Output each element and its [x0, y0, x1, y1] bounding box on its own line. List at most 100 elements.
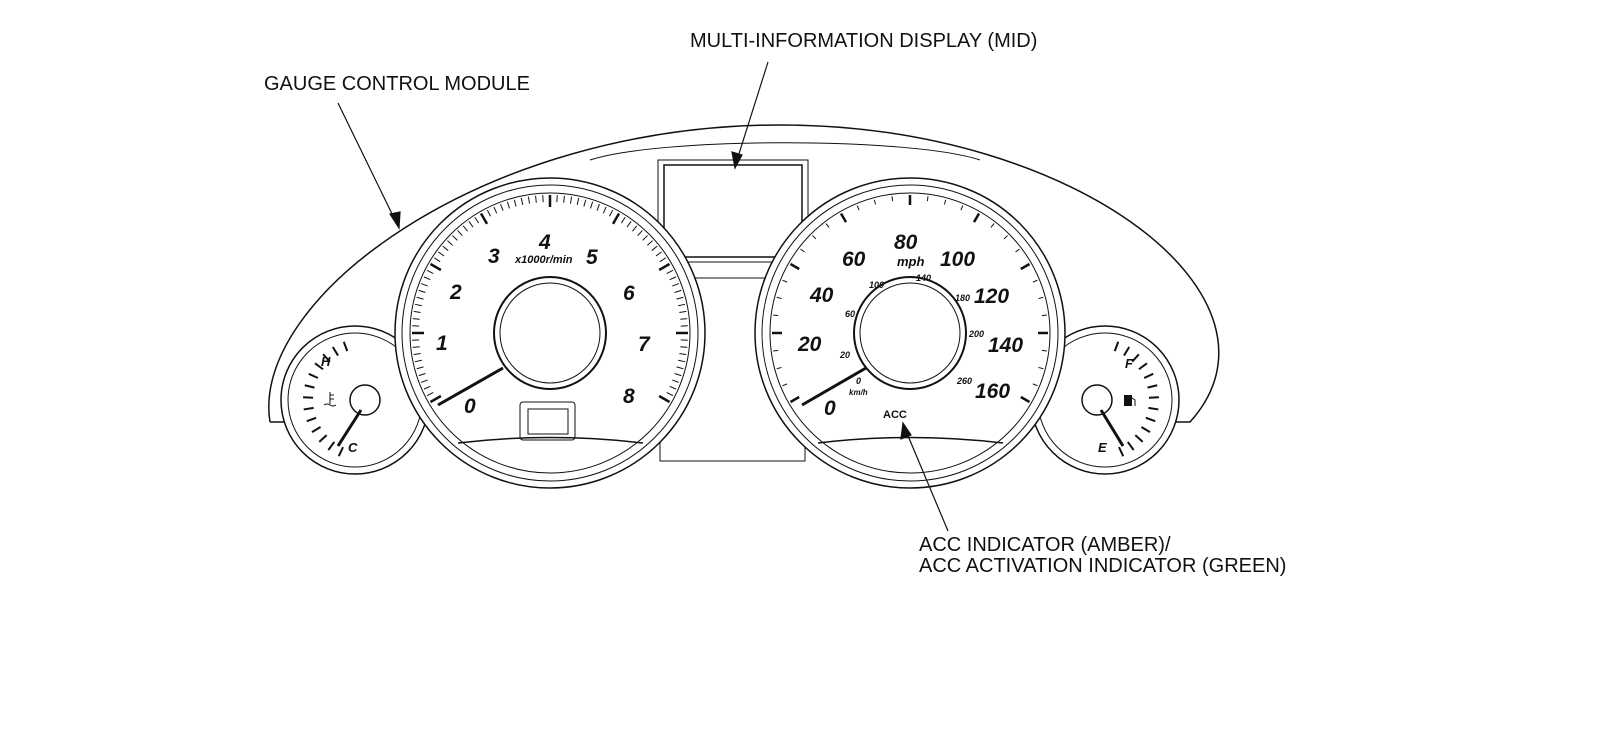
gauge-tick	[413, 310, 421, 314]
gauge-tick	[602, 206, 607, 214]
gauge-tick	[658, 262, 671, 272]
gauge-tick	[782, 279, 788, 283]
gauge-tick	[308, 372, 319, 379]
gauge-tick	[669, 385, 677, 390]
gauge-tick	[812, 235, 817, 240]
gauge-tick	[1038, 366, 1044, 370]
callout-gauge-control-module: GAUGE CONTROL MODULE	[264, 73, 530, 95]
gauge-tick	[800, 248, 805, 253]
mph-number: 100	[940, 248, 975, 271]
gauge-tick	[873, 199, 877, 205]
tachometer-indicator-window	[519, 401, 576, 441]
gauge-tick	[457, 230, 463, 236]
mph-number: 120	[974, 285, 1009, 308]
gauge-tick	[679, 310, 687, 314]
gauge-tick	[651, 245, 658, 251]
gauge-tick	[342, 341, 349, 352]
gauge-tick	[891, 196, 894, 202]
gauge-tick	[611, 212, 621, 225]
gauge-tick	[856, 205, 860, 211]
tach-number: 6	[623, 282, 635, 305]
gauge-tick	[527, 196, 531, 204]
gauge-tick	[789, 262, 800, 271]
gauge-tick	[423, 276, 431, 281]
speedometer-needle	[801, 366, 867, 407]
mid-leader-line	[736, 61, 769, 161]
gauge-tick	[474, 216, 480, 224]
gauge-tick	[1020, 262, 1031, 271]
gauge-tick	[426, 392, 434, 397]
gauge-tick	[306, 416, 317, 423]
tach-number: 3	[488, 245, 500, 268]
gauge-tick	[1015, 248, 1020, 253]
acc-leader-line	[905, 430, 949, 532]
gauge-tick	[311, 426, 322, 434]
acc-indicator-label: ACC	[883, 409, 907, 421]
gauge-tick	[1126, 441, 1135, 451]
gauge-tick	[423, 385, 431, 390]
gauge-tick	[926, 196, 929, 202]
gauge-tick	[569, 196, 573, 204]
gauge-tick	[416, 366, 424, 370]
tachometer-ticks	[412, 195, 688, 404]
gauge-tick	[1138, 362, 1148, 371]
callout-mid: MULTI-INFORMATION DISPLAY (MID)	[690, 30, 1038, 52]
gauge-tick	[596, 203, 600, 211]
gauge-tick	[1020, 395, 1031, 404]
gauge-tick	[563, 195, 565, 203]
gauge-tick	[1123, 346, 1131, 357]
gauge-tick	[414, 359, 422, 363]
gauge-tick	[576, 197, 580, 205]
gauge-tick	[789, 395, 800, 404]
gauge-tick	[1145, 416, 1156, 423]
gauge-tick	[314, 362, 324, 371]
mid-screen	[663, 164, 803, 258]
gauge-tick	[322, 353, 331, 363]
tachometer-needle	[437, 366, 504, 407]
gauge-tick	[590, 201, 594, 209]
gauge-tick	[960, 205, 964, 211]
gauge-tick	[1140, 426, 1151, 434]
cluster-housing	[268, 124, 1220, 423]
gauge-tick	[438, 251, 445, 257]
mph-unit-label: mph	[897, 254, 925, 269]
kmh-number: 100	[869, 280, 884, 290]
gauge-tick	[839, 212, 848, 223]
callout-acc-line-2: ACC ACTIVATION INDICATOR (GREEN)	[919, 555, 1287, 577]
gauge-tick	[412, 346, 420, 348]
temp-gauge-ticks	[303, 341, 349, 457]
gauge-tick	[647, 240, 653, 246]
tach-number: 0	[464, 395, 476, 418]
mph-number: 0	[824, 397, 836, 420]
coolant-temperature-icon	[323, 392, 337, 407]
gauge-tick	[479, 212, 489, 225]
gauge-tick	[674, 373, 682, 377]
gauge-tick	[486, 209, 491, 217]
gauge-tick	[1147, 384, 1158, 389]
kmh-number: 260	[956, 376, 972, 386]
kmh-number: 140	[916, 273, 931, 283]
gauge-tick	[429, 394, 442, 404]
gauge-tick	[658, 394, 671, 404]
temp-gauge-hub	[349, 384, 381, 416]
gauge-tick	[669, 276, 677, 281]
speedometer-ticks	[772, 195, 1048, 404]
gauge-tick	[626, 221, 632, 228]
gauge-tick	[420, 283, 428, 287]
gauge-tick	[666, 269, 674, 274]
gauge-tick	[418, 289, 426, 293]
gauge-tick	[447, 240, 453, 246]
gauge-tick	[1113, 341, 1120, 352]
fuel-gauge-ticks	[1113, 341, 1159, 457]
gauge-tick	[676, 366, 684, 370]
gauge-tick	[412, 318, 420, 320]
gauge-tick	[972, 212, 981, 223]
gauge-tick	[413, 352, 421, 356]
gauge-tick	[679, 352, 687, 356]
gauge-tick	[676, 296, 684, 300]
gauge-tick	[318, 434, 328, 443]
mph-number: 160	[975, 380, 1010, 403]
gauge-tick	[1041, 314, 1047, 317]
gauge-tick	[680, 318, 688, 320]
